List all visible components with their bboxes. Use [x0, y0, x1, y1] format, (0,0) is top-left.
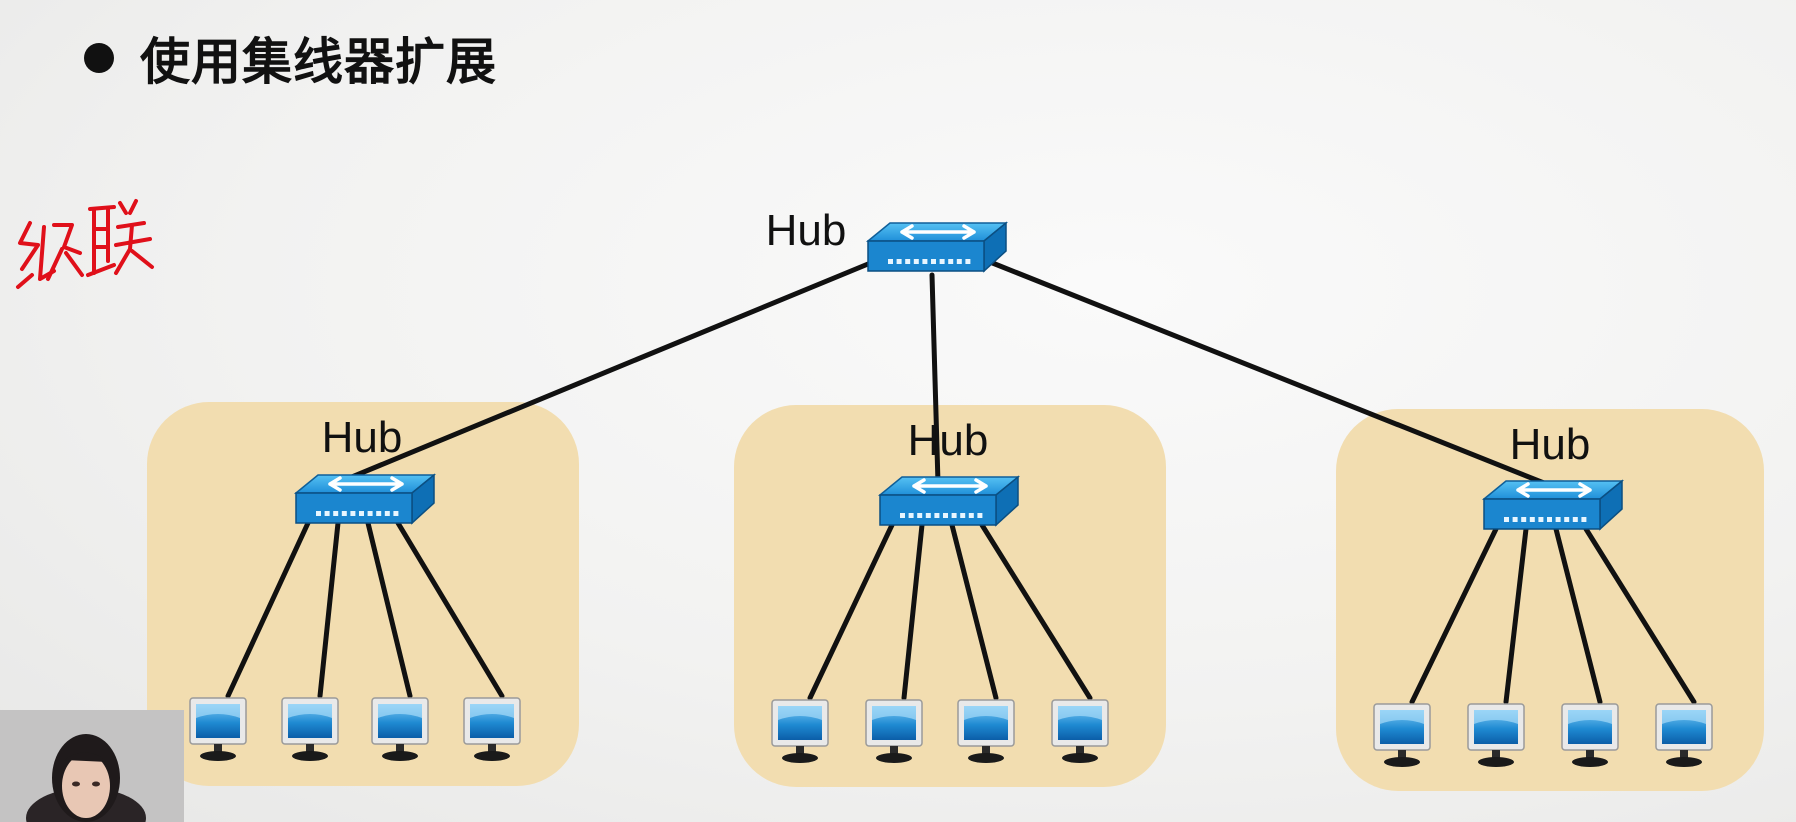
hub-label: Hub — [1510, 420, 1591, 469]
uplink-2 — [929, 272, 941, 486]
hub-label: Hub — [322, 413, 403, 462]
computer-icon — [1373, 703, 1431, 767]
presenter-webcam — [0, 710, 184, 822]
computer-icon — [957, 699, 1015, 763]
cable-1-4 — [395, 520, 505, 699]
hub-group-2 — [734, 405, 1166, 787]
handwritten-annotation: 级联 — [10, 195, 180, 320]
cable-1-1 — [225, 520, 311, 699]
hub-icon — [293, 473, 437, 525]
handwriting-strokes — [16, 199, 154, 289]
cable-2-2 — [901, 522, 925, 701]
computer-icon — [1051, 699, 1109, 763]
root-hub-icon — [865, 221, 1009, 273]
cable-1-2 — [317, 520, 341, 699]
slide-title: 使用集线器扩展 — [84, 22, 497, 94]
cable-3-1 — [1409, 526, 1499, 705]
hub-group-1 — [147, 402, 579, 786]
hub-icon — [877, 475, 1021, 527]
cable-3-3 — [1553, 526, 1603, 705]
uplink-1 — [339, 261, 871, 484]
presenter-video-icon — [0, 710, 184, 822]
cable-2-1 — [807, 522, 895, 701]
uplink-3 — [987, 259, 1557, 490]
computer-icon — [189, 697, 247, 761]
cable-1-3 — [365, 520, 413, 699]
hub-icon — [1481, 479, 1625, 531]
cable-2-3 — [949, 522, 999, 701]
computer-icon — [1467, 703, 1525, 767]
computer-icon — [865, 699, 923, 763]
bullet-icon — [84, 43, 114, 73]
cable-2-4 — [979, 522, 1093, 701]
computer-icon — [463, 697, 521, 761]
root-hub-label: Hub — [766, 206, 847, 255]
hub-label: Hub — [908, 416, 989, 465]
computer-icon — [771, 699, 829, 763]
computer-icon — [1655, 703, 1713, 767]
cable-3-2 — [1503, 526, 1529, 705]
computer-icon — [1561, 703, 1619, 767]
cable-3-4 — [1583, 526, 1697, 705]
computer-icon — [371, 697, 429, 761]
hub-group-3 — [1336, 409, 1764, 791]
title-text: 使用集线器扩展 — [140, 33, 497, 91]
computer-icon — [281, 697, 339, 761]
